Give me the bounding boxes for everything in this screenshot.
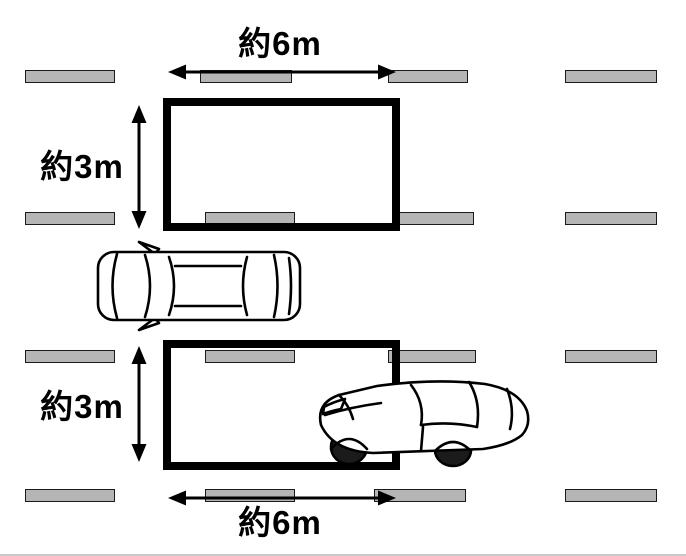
road-lane-dash [374, 489, 466, 502]
road-lane-dash [565, 212, 657, 225]
dimension-label-bottom-depth: 約3m [40, 388, 124, 425]
road-lane-dash [388, 70, 468, 83]
car-body [96, 250, 302, 322]
dimension-arrow-bottom-width [168, 490, 396, 506]
dimension-label-top-width: 約6m [238, 25, 322, 62]
road-lane-dash [388, 350, 476, 363]
road-lane-dash [394, 212, 474, 225]
parking-space-top [163, 98, 400, 231]
road-lane-dash [565, 70, 657, 83]
dimension-label-top-depth: 約3m [40, 148, 124, 185]
dimension-arrow-top-width [168, 64, 396, 80]
sedan-angled-view-icon [318, 380, 530, 468]
road-lane-dash [205, 350, 295, 363]
dimension-arrow-bottom-depth [131, 346, 147, 462]
wagon-top-view-icon [96, 240, 302, 332]
car-headlight-icon [321, 397, 347, 416]
road-lane-dash [25, 70, 115, 83]
dimension-label-bottom-width: 約6m [238, 504, 322, 541]
road-lane-dash [565, 350, 657, 363]
road-lane-dash [25, 350, 115, 363]
road-lane-dash [565, 489, 657, 502]
road-lane-dash [25, 212, 115, 225]
dimension-arrow-top-depth [131, 105, 147, 229]
road-lane-dash [25, 489, 115, 502]
